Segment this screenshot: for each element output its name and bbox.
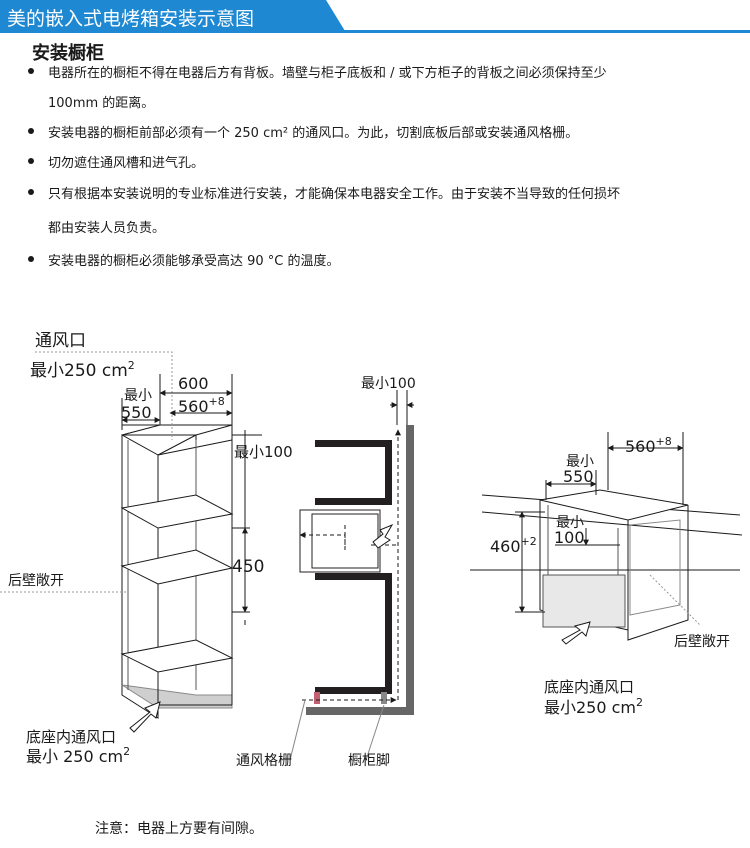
rear-wall-label: 后壁敞开 <box>8 573 64 589</box>
list-item-text: 100mm 的距离。 <box>48 96 155 111</box>
section-drawing <box>299 425 414 715</box>
height-label: 450 <box>232 557 264 577</box>
width-label: 560+8 <box>625 435 672 456</box>
depth-min-label: 最小 <box>566 454 594 470</box>
dimension-lines-left <box>121 374 262 625</box>
bullet-dot <box>28 189 34 195</box>
list-item-text: 电器所在的橱柜不得在电器后方有背板。墙壁与柜子底板和 / 或下方柜子的背板之间必… <box>48 66 607 81</box>
tall-cabinet-drawing <box>120 424 234 719</box>
width-inner-label: 560+8 <box>178 395 225 416</box>
installation-diagram: 通风口 最小250 cm2 600 560+8 最小 550 最小100 450… <box>0 331 743 769</box>
list-item-text: 安装电器的橱柜必须能够承受高达 90 °C 的温度。 <box>48 254 340 269</box>
oven-air-arrow <box>372 523 394 549</box>
base-vent-min-label: 最小 250 cm2 <box>26 745 130 766</box>
header-bar: 美的嵌入式电烤箱安装示意图 <box>0 0 750 33</box>
list-item-text: 安装电器的橱柜前部必须有一个 250 cm² 的通风口。为此，切割底板后部或安装… <box>48 126 579 141</box>
bullet-dot <box>28 128 34 134</box>
rear-wall-leader <box>649 574 701 626</box>
gap-min-label: 最小 <box>556 515 584 531</box>
gap-min-label: 最小100 <box>234 443 293 461</box>
bullet-dot <box>28 256 34 262</box>
vent-label: 通风口 <box>35 331 86 351</box>
header-tab: 美的嵌入式电烤箱安装示意图 <box>0 0 345 31</box>
list-item-text: 切勿遮住通风槽和进气孔。 <box>48 156 205 171</box>
page-title: 美的嵌入式电烤箱安装示意图 <box>7 8 255 30</box>
bullet-dot <box>28 68 34 74</box>
base-vent-label: 底座内通风口 <box>544 678 634 696</box>
gap-min-label: 最小100 <box>361 376 416 392</box>
list-item-text: 都由安装人员负责。 <box>48 221 166 236</box>
base-vent-arrow <box>561 621 591 645</box>
foot-label: 橱柜脚 <box>348 753 390 769</box>
width-outer-label: 600 <box>178 374 209 393</box>
footer-note: 注意：电器上方要有间隙。 <box>95 821 263 837</box>
gap-min-value: 100 <box>554 528 585 547</box>
depth-min-label: 最小 <box>124 388 152 404</box>
base-vent-arrow <box>129 701 161 733</box>
depth-min-value: 550 <box>563 467 594 486</box>
base-vent-label: 底座内通风口 <box>26 728 116 746</box>
bullet-dot <box>28 158 34 164</box>
dimension-lines-right <box>515 432 684 613</box>
vent-leader <box>35 351 173 440</box>
rear-wall-label: 后壁敞开 <box>674 634 730 650</box>
depth-min-value: 550 <box>121 403 152 422</box>
dimension-lines-middle <box>289 390 414 761</box>
base-vent-min-label: 最小250 cm2 <box>544 696 643 717</box>
list-item-text: 只有根据本安装说明的专业标准进行安装，才能确保本电器安全工作。由于安装不当导致的… <box>48 187 621 202</box>
height-label: 460+2 <box>490 535 537 556</box>
undercounter-drawing <box>470 489 743 641</box>
section-title: 安装橱柜 <box>32 43 104 64</box>
grille-label: 通风格栅 <box>236 753 292 769</box>
vent-min-label: 最小250 cm2 <box>30 359 135 381</box>
